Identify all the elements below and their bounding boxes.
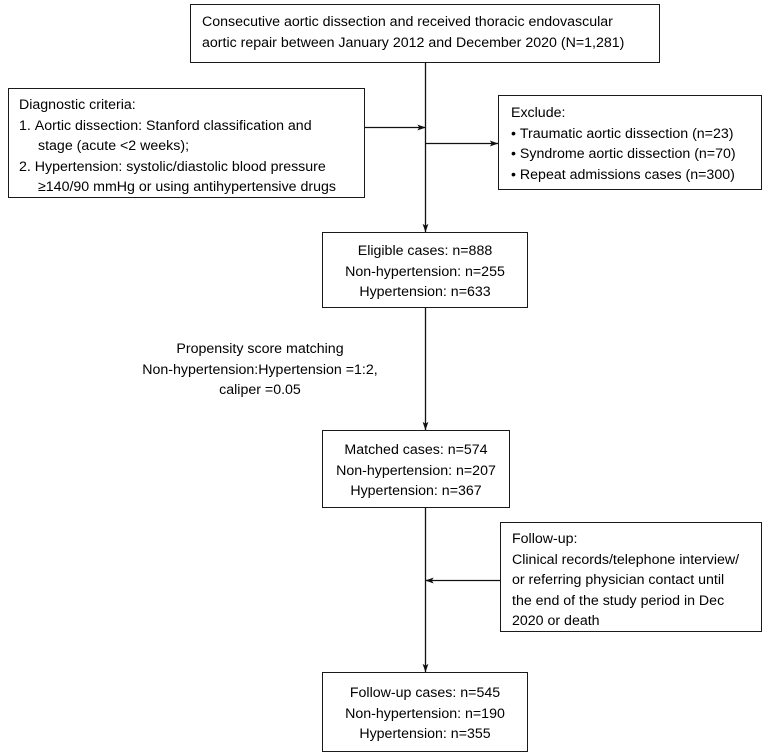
criteria-item-1-text: Aortic dissection: Stanford classificati… — [34, 117, 312, 134]
eligible-total: Eligible cases: n=888 — [357, 243, 493, 259]
diagnostic-criteria-box: Diagnostic criteria: 1. Aortic dissectio… — [8, 88, 365, 198]
criteria-item-1-number: 1. — [19, 117, 31, 134]
criteria-item-2-second-line: ≥140/90 mmHg or using antihypertensive d… — [38, 179, 336, 195]
criteria-item-2-text: Hypertension: systolic/diastolic blood p… — [34, 158, 326, 175]
bullet-icon: • — [511, 146, 516, 162]
enrollment-line-1: Consecutive aortic dissection and receiv… — [202, 14, 613, 30]
enrollment-box: Consecutive aortic dissection and receiv… — [190, 4, 660, 63]
follow-up-cases-box: Follow-up cases: n=545 Non-hypertension:… — [322, 672, 528, 752]
followup-line-3: or referring physician contact until — [512, 572, 725, 588]
exclusion-box: Exclude: • Traumatic aortic dissection (… — [498, 95, 762, 190]
final-total: Follow-up cases: n=545 — [349, 685, 501, 701]
bullet-icon: • — [511, 125, 516, 142]
psm-line-3: caliper =0.05 — [219, 382, 301, 398]
eligible-cases-box: Eligible cases: n=888 Non-hypertension: … — [322, 232, 528, 308]
matched-non-hypertension: Non-hypertension: n=207 — [336, 462, 496, 479]
exclude-item-traumatic-label: Traumatic aortic dissection (n=23) — [519, 125, 734, 142]
enrollment-line-2: aortic repair between January 2012 and D… — [202, 34, 625, 51]
eligible-non-hypertension: Non-hypertension: n=255 — [345, 263, 505, 280]
exclude-item-syndrome-label: Syndrome aortic dissection (n=70) — [519, 146, 736, 162]
exclude-item-syndrome: • Syndrome aortic dissection (n=70) — [511, 144, 757, 165]
eligible-hypertension: Hypertension: n=633 — [359, 284, 491, 300]
followup-line-2: Clinical records/telephone interview/ — [512, 551, 740, 568]
exclude-item-repeat-admissions-label: Repeat admissions cases (n=300) — [519, 166, 735, 183]
matched-cases-box: Matched cases: n=574 Non-hypertension: n… — [322, 430, 510, 508]
exclude-item-traumatic: • Traumatic aortic dissection (n=23) — [511, 124, 757, 145]
matched-total: Matched cases: n=574 — [344, 442, 488, 458]
bullet-icon: • — [511, 166, 516, 183]
exclude-heading: Exclude: — [511, 105, 566, 121]
criteria-item-1-second-line: stage (acute <2 weeks); — [38, 138, 190, 154]
matched-hypertension: Hypertension: n=367 — [350, 483, 482, 499]
exclude-item-repeat-admissions: • Repeat admissions cases (n=300) — [511, 165, 757, 186]
follow-up-method-box: Follow-up: Clinical records/telephone in… — [500, 522, 762, 632]
psm-line-2: Non-hypertension:Hypertension =1:2, — [142, 361, 378, 378]
psm-line-1: Propensity score matching — [176, 341, 344, 357]
criteria-item-2-number: 2. — [19, 158, 31, 175]
final-non-hypertension: Non-hypertension: n=190 — [345, 705, 505, 722]
followup-line-5: 2020 or death — [512, 613, 600, 629]
criteria-item-1-first-line: 1. Aortic dissection: Stanford classific… — [19, 116, 358, 137]
followup-heading: Follow-up: — [512, 531, 578, 547]
propensity-score-matching-label: Propensity score matching Non-hypertensi… — [125, 339, 395, 401]
final-hypertension: Hypertension: n=355 — [359, 726, 491, 742]
criteria-item-2-first-line: 2. Hypertension: systolic/diastolic bloo… — [19, 157, 358, 178]
followup-line-4: the end of the study period in Dec — [512, 592, 725, 609]
criteria-heading: Diagnostic criteria: — [19, 97, 136, 113]
